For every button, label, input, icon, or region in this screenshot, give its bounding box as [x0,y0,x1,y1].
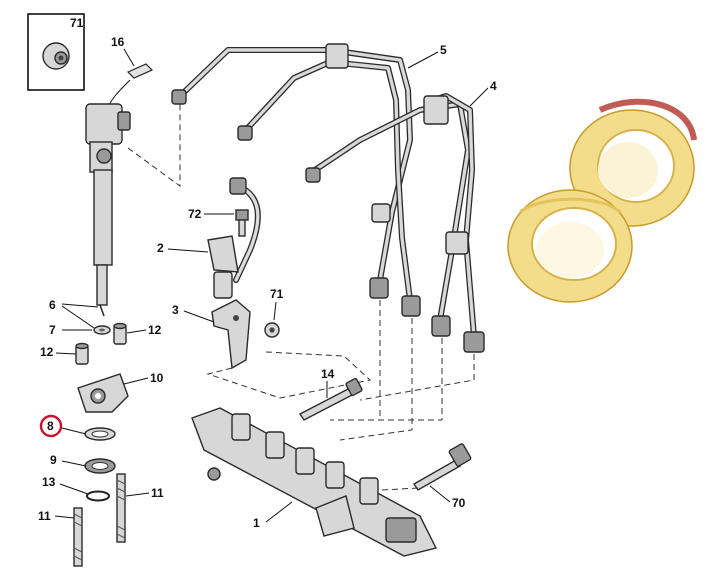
callout-11-right: 11 [151,486,164,500]
seal-9 [84,458,116,474]
callout-10: 10 [150,371,164,385]
bracket-3 [211,299,251,370]
leader-16 [123,48,135,67]
leader-6a [61,303,99,308]
injector-dash-link [127,96,181,187]
leader-4 [469,87,489,107]
pipe-dash-3 [330,338,443,421]
callout-70: 70 [452,496,466,510]
callout-13: 13 [42,475,56,489]
callout-16: 16 [111,35,125,49]
callout-9: 9 [50,453,57,467]
pipe-dash-2 [339,318,413,441]
leader-9 [61,460,87,467]
fuel-pipes [171,43,485,353]
callout-4: 4 [490,79,497,93]
highlight-ring-8 [39,414,63,438]
stud-11-right [116,473,126,543]
callout-71-inset: 71 [70,16,84,30]
callout-2: 2 [157,241,164,255]
clamp-10 [77,373,129,413]
leader-12-left [55,352,77,355]
leader-70 [429,485,451,503]
leader-11-right [125,492,150,497]
callout-71-mid: 71 [270,287,284,301]
callout-12-left: 12 [40,345,54,359]
stud-14 [298,378,363,421]
inset-box-part-71 [27,13,85,91]
leader-10 [123,377,149,385]
leader-6b [61,305,95,329]
leader-71 [273,301,277,321]
leader-13 [59,483,89,495]
callout-12-right: 12 [148,323,162,337]
callout-5: 5 [440,43,447,57]
leader-2 [167,248,209,253]
sleeve-12-right [113,322,127,345]
screw-72 [235,209,249,237]
leader-12-right [126,329,147,334]
return-line-2 [207,177,261,299]
callout-8: 8 [47,419,54,433]
callout-7: 7 [49,323,56,337]
seal-8 [84,427,116,441]
sleeve-12-left [75,342,89,365]
leader-5 [407,51,439,69]
washer-7 [93,325,111,335]
leader-1 [265,501,293,523]
stud-11-left [73,507,83,567]
callout-1: 1 [253,516,260,530]
callout-11-left: 11 [38,509,51,523]
nut-71 [264,322,280,338]
bolt-70 [413,443,472,491]
common-rail-1 [191,407,438,557]
leader-8 [61,427,87,435]
bracket-dash-frame [206,351,372,399]
injector [85,103,131,317]
leader-3 [183,310,215,323]
o-ring-13 [86,490,110,502]
leader-11-left [54,515,75,519]
bolt-70-dash [381,487,419,491]
callout-14: 14 [321,367,335,381]
pipe-dash-4 [359,354,475,401]
callout-6: 6 [49,298,56,312]
callout-72: 72 [188,207,202,221]
seal-rings-photo [507,98,697,303]
callout-3: 3 [172,303,179,317]
